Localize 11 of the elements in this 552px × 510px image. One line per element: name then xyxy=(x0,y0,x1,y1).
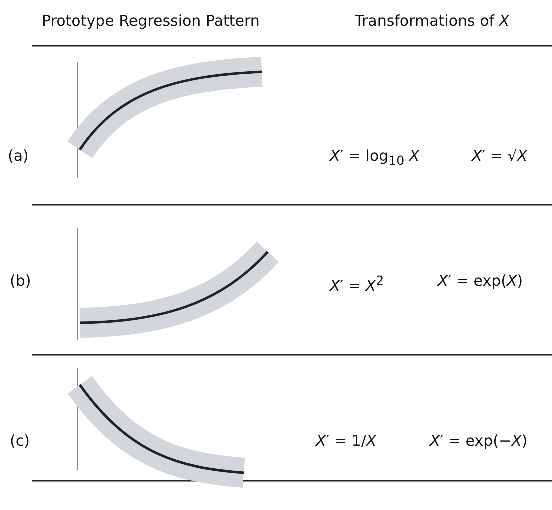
row-label: (b) xyxy=(10,272,32,290)
column-header: Prototype Regression Pattern xyxy=(42,12,260,30)
column-header: Transformations of X xyxy=(355,12,510,30)
formula: X′ = 1/X xyxy=(316,432,377,450)
row-label: (a) xyxy=(8,147,29,165)
formula: X′ = √X xyxy=(472,147,528,165)
row-label: (c) xyxy=(10,432,30,450)
formula: X′ = log$_{10}$ X xyxy=(330,147,420,170)
formula: X′ = exp(−X) xyxy=(430,432,528,450)
formula: X′ = X$^{2}$ xyxy=(330,272,384,295)
formula: X′ = exp(X) xyxy=(438,272,524,290)
